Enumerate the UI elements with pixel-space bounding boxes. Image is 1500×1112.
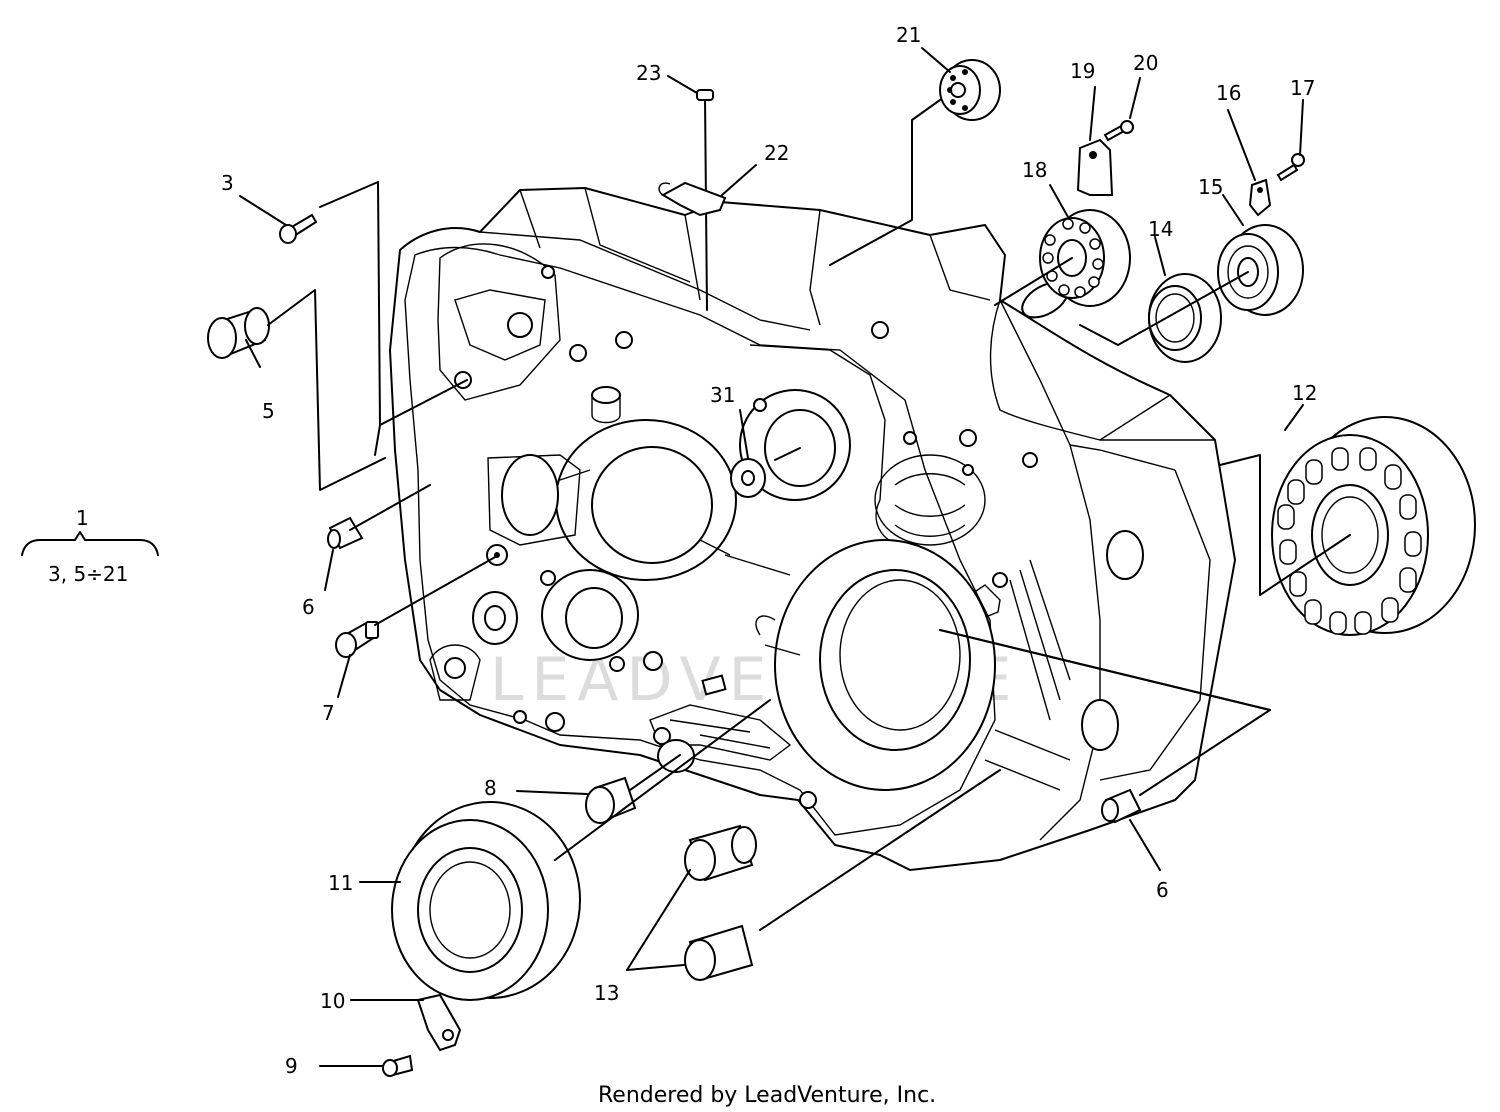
- callout-22: 22: [764, 141, 789, 165]
- callout-17: 17: [1290, 76, 1315, 100]
- footer-credit: Rendered by LeadVenture, Inc.: [598, 1083, 936, 1108]
- callout-10: 10: [320, 989, 345, 1013]
- callout-21: 21: [896, 23, 921, 47]
- callout-23: 23: [636, 61, 661, 85]
- part-21-bearing: [939, 59, 1001, 121]
- callout-13: 13: [594, 981, 619, 1005]
- part-16-bracket: [1248, 178, 1272, 217]
- part-5-bushing: [207, 307, 270, 359]
- callout-18: 18: [1022, 158, 1047, 182]
- part-19-bracket: [1076, 138, 1114, 196]
- callout-7: 7: [322, 701, 335, 725]
- group-range: 3, 5÷21: [48, 562, 128, 586]
- part-20-screw: [1103, 120, 1134, 142]
- callout-19: 19: [1070, 59, 1095, 83]
- part-17-screw: [1276, 153, 1305, 182]
- callout-8: 8: [484, 776, 497, 800]
- part-11-seal: [391, 801, 581, 1001]
- part-8-bushing: [585, 776, 637, 824]
- callout-31: 31: [710, 383, 735, 407]
- callout-3: 3: [221, 171, 234, 195]
- crankcase-housing: [389, 187, 1236, 871]
- part-14-seal: [1148, 273, 1222, 363]
- callout-11: 11: [328, 871, 353, 895]
- callout-5: 5: [262, 399, 275, 423]
- leader-lines: [239, 47, 1351, 1067]
- callout-16: 16: [1216, 81, 1241, 105]
- part-7-plug: [335, 620, 380, 658]
- part-3-screw: [279, 213, 318, 244]
- part-31-washer: [730, 458, 766, 498]
- group-number: 1: [76, 506, 89, 530]
- part-10-lock-plate: [416, 993, 462, 1052]
- part-9-screw: [382, 1054, 414, 1077]
- callout-15: 15: [1198, 175, 1223, 199]
- callout-12: 12: [1292, 381, 1317, 405]
- part-18-bearing: [1039, 209, 1131, 307]
- part-6-dowel-left: [327, 516, 364, 550]
- part-22-bracket: [658, 181, 727, 217]
- callout-20: 20: [1133, 51, 1158, 75]
- callout-14: 14: [1148, 217, 1173, 241]
- callout-6-right: 6: [1156, 878, 1169, 902]
- part-6-dowel-right: [1101, 788, 1142, 824]
- group-brace: [21, 531, 159, 556]
- part-13-bushings: [684, 824, 757, 982]
- part-12-roller-bearing: [1271, 416, 1476, 636]
- part-15-bearing: [1217, 224, 1304, 316]
- callout-9: 9: [285, 1054, 298, 1078]
- callout-6-left: 6: [302, 595, 315, 619]
- callout-labels: 1 3, 5÷21 23 21 19 20 16 17 22 3 18 15 1…: [48, 23, 1317, 1078]
